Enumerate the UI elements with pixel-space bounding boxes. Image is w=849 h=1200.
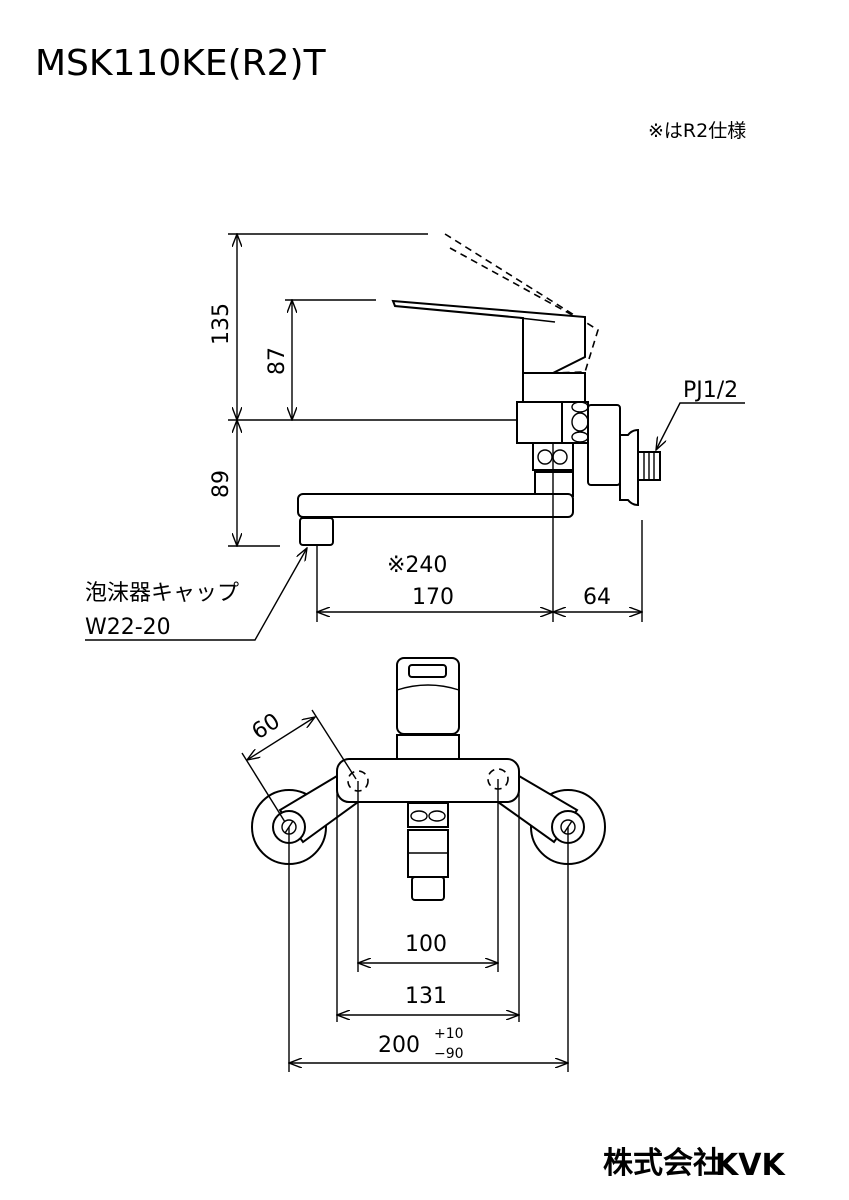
dim-170: 170 [412,585,454,610]
kvk-logo: 株式会社 KVK [603,1146,786,1183]
wall-flange [619,428,639,507]
dim-89: 89 [209,470,234,498]
dim-100: 100 [405,932,447,957]
tolerance-minus: −90 [434,1046,464,1062]
dim-131: 131 [405,984,447,1009]
logo-company: 株式会社 [603,1146,723,1181]
lever-handle [391,299,586,374]
thread-label: PJ1/2 [683,378,738,403]
dim-135: 135 [209,303,234,345]
spout [297,493,574,518]
dim-87: 87 [265,347,290,375]
aerator [299,517,334,546]
model-title: MSK110KE(R2)T [35,43,327,84]
dim-64: 64 [583,585,611,610]
r2-note: ※はR2仕様 [648,120,746,142]
dim-line-60 [247,717,315,760]
aerator-size: W22-20 [85,615,171,640]
tolerance-plus: +10 [434,1026,464,1042]
hex-nut [561,401,589,444]
aerator-label: 泡沫器キャップ [85,581,239,606]
connector-body [587,404,621,486]
body-bar [336,758,520,803]
cartridge-band [522,372,586,403]
logo-brand: KVK [715,1148,786,1183]
side-view: 135 87 89 ※240 170 64 PJ1/2 [85,234,745,641]
dim-240: ※240 [387,553,447,578]
top-view: 100 131 200 +10 −90 60 [241,657,606,1072]
dim-200: 200 [378,1033,420,1058]
